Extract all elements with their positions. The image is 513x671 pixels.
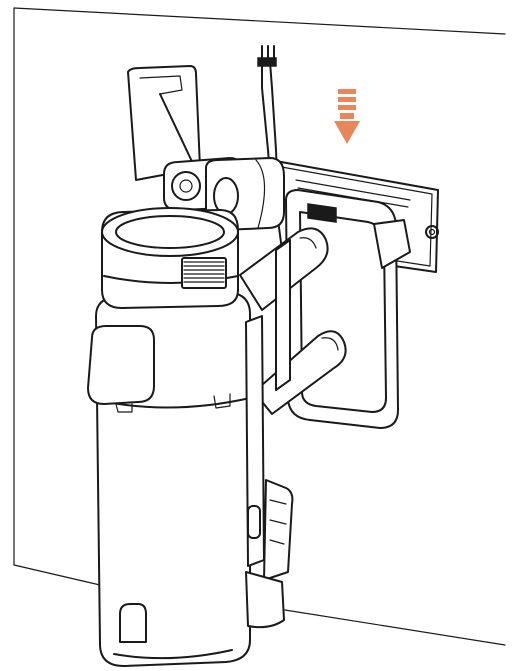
down-arrow-icon xyxy=(334,89,360,144)
vacuum-body xyxy=(87,291,294,667)
connecting-arm xyxy=(239,227,347,415)
vent-grille-icon xyxy=(181,257,227,289)
wall-plane xyxy=(13,7,506,646)
charging-dock xyxy=(285,189,411,429)
power-cord xyxy=(257,45,278,176)
dust-bin-cap xyxy=(101,207,239,309)
